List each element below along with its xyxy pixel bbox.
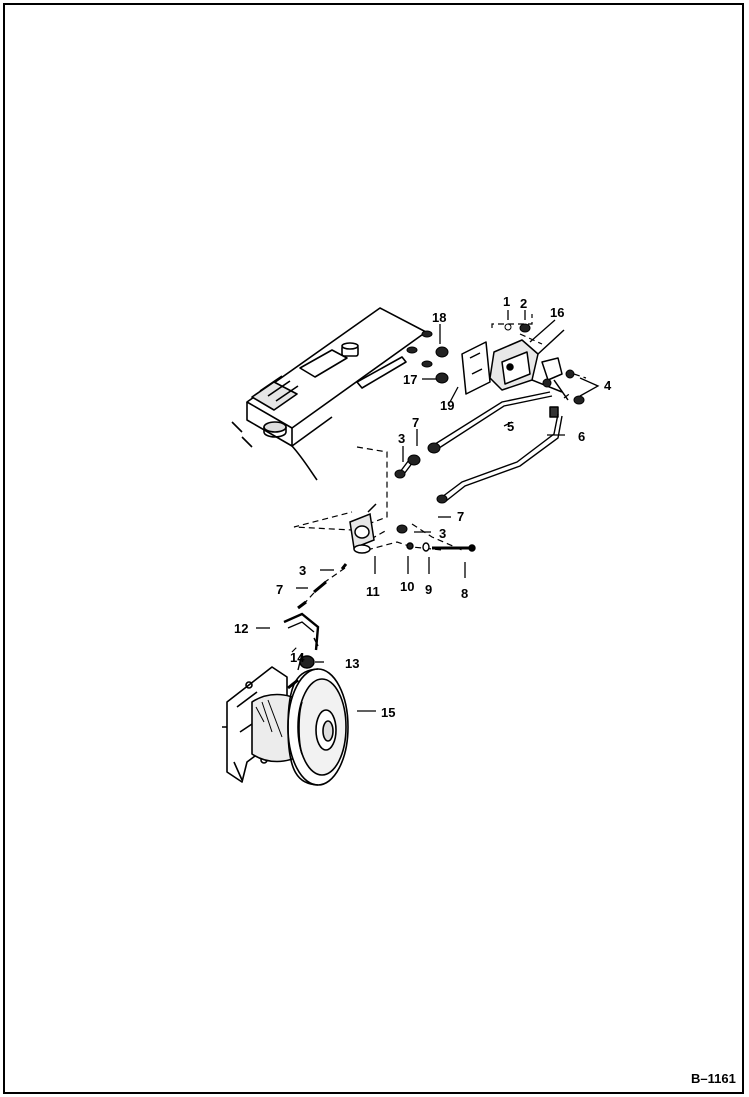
callout-7-low: 7: [276, 582, 283, 597]
callout-6: 6: [578, 429, 585, 444]
figure-id: B–1161: [691, 1071, 736, 1086]
callout-1: 1: [503, 294, 510, 309]
pulley-assembly: [222, 666, 349, 786]
fasteners: [406, 323, 585, 405]
callout-3-low: 3: [299, 563, 306, 578]
control-rods: [399, 391, 563, 502]
drawing-sheet: 1 2 16 18 17 19 4 5 6 7 3 7 3 11 10 9 8 …: [3, 3, 744, 1094]
callout-13: 13: [345, 656, 359, 671]
lower-linkage: [283, 542, 476, 690]
callout-5: 5: [507, 419, 514, 434]
callout-19: 19: [440, 398, 454, 413]
callout-2: 2: [520, 296, 527, 311]
callout-15: 15: [381, 705, 395, 720]
throttle-bracket: [461, 329, 569, 418]
callout-10: 10: [400, 579, 414, 594]
callout-11: 11: [366, 584, 380, 599]
callout-3-mid: 3: [439, 526, 446, 541]
callout-17: 17: [403, 372, 417, 387]
callout-14: 14: [290, 650, 305, 665]
rod-ends: [394, 442, 448, 534]
callout-16: 16: [550, 305, 564, 320]
engine-block: [231, 307, 427, 481]
leader-lines: [256, 310, 600, 712]
callout-12: 12: [234, 621, 248, 636]
bellcrank: [349, 503, 377, 554]
callouts: 1 2 16 18 17 19 4 5 6 7 3 7 3 11 10 9 8 …: [234, 294, 612, 720]
callout-4: 4: [604, 378, 612, 393]
callout-3-top: 3: [398, 431, 405, 446]
callout-9: 9: [425, 582, 432, 597]
callout-8: 8: [461, 586, 468, 601]
callout-7-mid: 7: [457, 509, 464, 524]
parts-diagram: 1 2 16 18 17 19 4 5 6 7 3 7 3 11 10 9 8 …: [222, 294, 736, 1086]
callout-18: 18: [432, 310, 446, 325]
callout-7-top: 7: [412, 415, 419, 430]
